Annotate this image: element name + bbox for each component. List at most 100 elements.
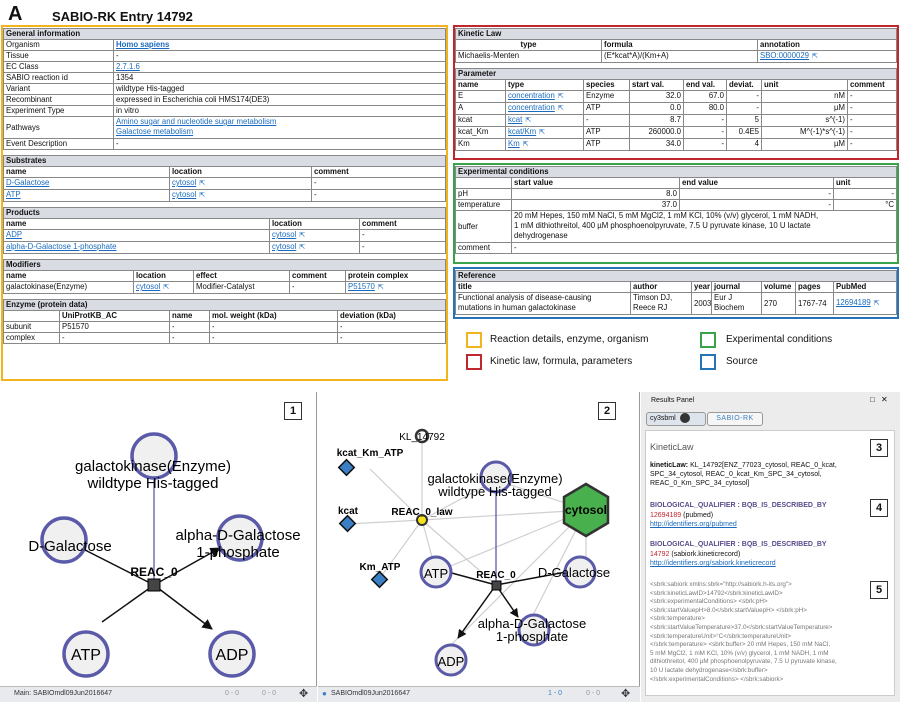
product-link[interactable]: ADP <box>6 230 23 240</box>
edge-product <box>457 584 497 639</box>
external-link-icon[interactable]: ⇱ <box>873 300 880 307</box>
table-row: galactokinase(Enzyme)cytosol⇱Modifier-Ca… <box>3 281 446 294</box>
navigate-icon[interactable]: ✥ <box>621 688 631 700</box>
label-box-4: 4 <box>870 499 888 517</box>
substrate-link[interactable]: D-Galactose <box>6 178 50 188</box>
graph2-dgal-label: D-Galactose <box>538 565 610 580</box>
external-link-icon[interactable]: ⇱ <box>812 53 818 60</box>
results-content: 3 4 5 KineticLaw kineticLaw: KL_14792[EN… <box>645 430 895 696</box>
graph2-kcat-label: kcat <box>338 506 359 517</box>
external-link-icon[interactable]: ⇱ <box>557 105 564 112</box>
network-graph-2[interactable]: KL_14792 kcat_Km_ATP kcat Km_ATP REAC_0_… <box>318 392 640 686</box>
status-bar-1: Main: SABIOmdl09Jun2016647 0 - 0 0 - 0 ✥ <box>0 686 317 702</box>
ec-class-link[interactable]: 2.7.1.6 <box>116 62 140 72</box>
location-link[interactable]: cytosol <box>272 230 297 240</box>
edge-product <box>153 547 221 586</box>
pathway-link[interactable]: Amino sugar and nucleotide sugar metabol… <box>116 117 277 127</box>
qualifier-url: http://identifiers.org/pubmed <box>650 520 737 529</box>
param-type-link[interactable]: concentration <box>508 91 555 101</box>
legend-green-swatch <box>700 332 716 348</box>
external-link-icon[interactable]: ⇱ <box>199 180 206 187</box>
node-atp[interactable] <box>419 555 453 589</box>
node-enzyme[interactable] <box>479 460 513 494</box>
edge-product <box>153 584 213 630</box>
legend-blue-label: Source <box>726 356 758 367</box>
node-km-atp[interactable] <box>370 570 389 589</box>
pubmed-link[interactable]: 12694189 <box>836 298 871 307</box>
status-hidden-count: 0 - 0 <box>586 690 601 697</box>
node-enzyme[interactable] <box>130 432 178 480</box>
legend-red-label: Kinetic law, formula, parameters <box>490 356 633 367</box>
external-link-icon[interactable]: ⇱ <box>163 284 170 291</box>
products-header: Products <box>3 207 446 219</box>
external-link-icon[interactable]: ⇱ <box>299 244 306 251</box>
external-link-icon[interactable]: ⇱ <box>199 192 206 199</box>
status-selected-count: 0 - 0 <box>225 690 240 697</box>
location-link[interactable]: cytosol <box>172 178 197 188</box>
param-type-link[interactable]: Km <box>508 139 520 149</box>
external-link-icon[interactable]: ⇱ <box>525 117 532 124</box>
navigate-icon[interactable]: ✥ <box>299 688 309 700</box>
graph2-enzyme-label-2: wildtype His-tagged <box>437 484 551 499</box>
location-link[interactable]: cytosol <box>272 242 297 252</box>
node-d-galactose[interactable] <box>563 555 597 589</box>
substrate-link[interactable]: ATP <box>6 190 21 200</box>
close-icon[interactable]: ✕ <box>881 395 888 404</box>
external-link-icon[interactable]: ⇱ <box>377 284 384 291</box>
node-cytosol[interactable] <box>562 482 610 538</box>
network-dot-icon: ● <box>322 689 327 698</box>
location-link[interactable]: cytosol <box>172 190 197 200</box>
conditions-header: Experimental conditions <box>455 166 897 178</box>
product-link[interactable]: alpha-D-Galactose 1-phosphate <box>6 242 117 252</box>
network-view-2[interactable]: 2 <box>318 392 640 702</box>
node-kinetic-law[interactable] <box>414 428 430 444</box>
param-type-link[interactable]: concentration <box>508 103 555 113</box>
network-graph-1[interactable]: galactokinase(Enzyme) wildtype His-tagge… <box>0 392 317 686</box>
location-link[interactable]: cytosol <box>136 282 161 292</box>
protein-complex-link[interactable]: P51570 <box>348 282 375 292</box>
external-link-icon[interactable]: ⇱ <box>299 232 306 239</box>
tab-sabio-rk[interactable]: SABIO-RK <box>707 412 763 426</box>
label-box-2: 2 <box>598 402 616 420</box>
network-view-1[interactable]: 1 galactokinase(Enzyme) wildtype His-tag… <box>0 392 317 702</box>
node-kcat[interactable] <box>338 514 357 533</box>
node-alpha-galactose[interactable] <box>517 613 551 647</box>
node-kcat-km-atp[interactable] <box>337 458 356 477</box>
node-adp[interactable] <box>208 630 256 678</box>
param-type-link[interactable]: kcat/Km <box>508 127 537 137</box>
node-d-galactose[interactable] <box>40 516 88 564</box>
sbo-link[interactable]: SBO:0000029 <box>760 51 809 61</box>
external-link-icon[interactable]: ⇱ <box>539 129 546 136</box>
node-atp[interactable] <box>62 630 110 678</box>
node-reaction-law[interactable] <box>416 514 428 526</box>
status-network-name: Main: SABIOmdl09Jun2016647 <box>14 690 113 697</box>
pathway-link[interactable]: Galactose metabolism <box>116 127 194 136</box>
external-link-icon[interactable]: ⇱ <box>522 141 529 148</box>
external-link-icon[interactable]: ⇱ <box>557 93 564 100</box>
node-reaction[interactable] <box>491 580 502 591</box>
identifiers-link[interactable]: http://identifiers.org/sabiork.kineticre… <box>650 560 776 567</box>
identifiers-link[interactable]: http://identifiers.org/pubmed <box>650 521 737 528</box>
edge-law <box>421 509 587 521</box>
modifiers-header: Modifiers <box>3 259 446 271</box>
substrates-header: Substrates <box>3 155 446 167</box>
label-box-1: 1 <box>284 402 302 420</box>
node-adp[interactable] <box>434 643 468 677</box>
param-type-link[interactable]: kcat <box>508 115 523 125</box>
panel-float-icon[interactable]: □ <box>870 395 875 404</box>
node-reaction[interactable] <box>147 578 161 592</box>
status-selected-count: 1 - 0 <box>548 690 563 697</box>
tab-cy3sbml[interactable]: cy3sbml <box>646 412 706 426</box>
organism-link[interactable]: Homo sapiens <box>116 40 170 50</box>
node-alpha-galactose[interactable] <box>216 514 264 562</box>
edge-law <box>347 519 423 525</box>
